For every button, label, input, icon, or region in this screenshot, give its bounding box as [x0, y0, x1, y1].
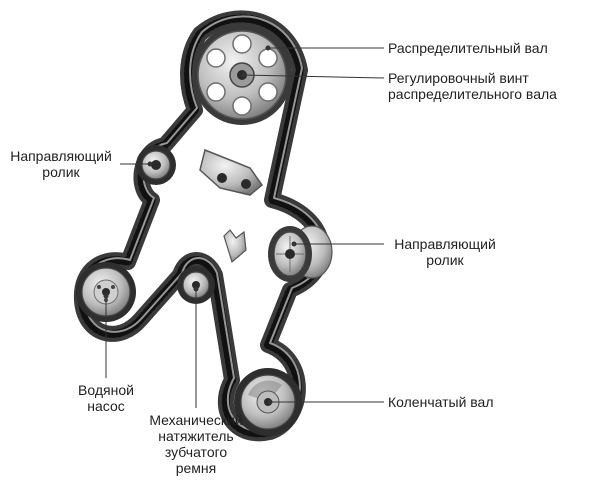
label-idler-right: Направляющий ролик — [394, 236, 496, 268]
label-tensioner: Механический натяжитель зубчатого ремня — [149, 412, 243, 476]
idler-roller-right — [268, 225, 333, 282]
water-pump-pulley — [76, 262, 136, 322]
label-camshaft: Распределительный вал — [388, 40, 548, 56]
label-crankshaft: Коленчатый вал — [388, 394, 494, 410]
mounting-bracket — [199, 148, 264, 196]
label-idler-left: Направляющий ролик — [10, 148, 112, 180]
belt-tensioner — [177, 229, 247, 304]
leader-lines — [103, 45, 385, 408]
idler-roller-left — [136, 145, 176, 185]
label-water-pump: Водяной насос — [78, 382, 134, 414]
label-camshaft-adjust-screw: Регулировочный винт распределительного в… — [388, 70, 557, 102]
